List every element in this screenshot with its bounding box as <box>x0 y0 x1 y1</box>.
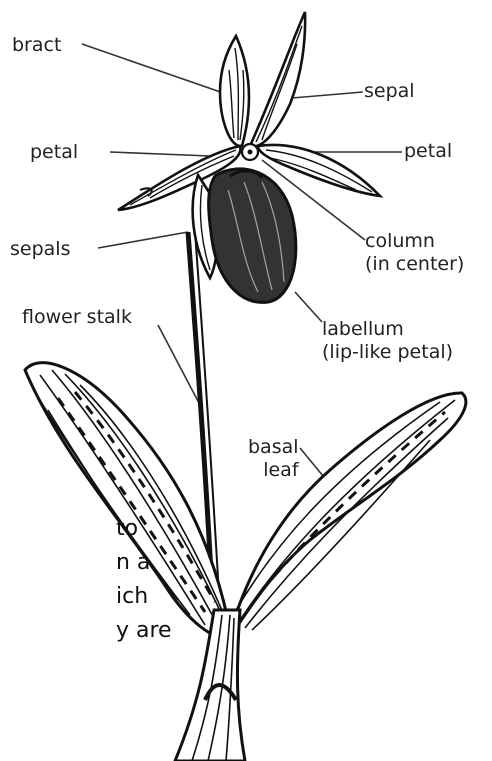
leader-bract <box>82 44 232 96</box>
leader-labellum <box>295 292 322 322</box>
label-column: column (in center) <box>365 230 464 276</box>
leader-petal-left <box>110 152 210 156</box>
label-sepals: sepals <box>10 238 70 261</box>
cut-text-line-2: n a <box>116 548 150 578</box>
labellum-drawing <box>209 169 296 303</box>
bract-drawing <box>220 36 249 146</box>
label-labellum: labellum (lip-like petal) <box>322 318 453 364</box>
label-sepal: sepal <box>364 80 415 103</box>
label-petal-right: petal <box>404 140 452 163</box>
sepal-drawing <box>250 12 305 147</box>
right-leaf-drawing <box>228 393 466 640</box>
stem-base-drawing <box>175 610 245 761</box>
label-basal-leaf: basal leaf <box>248 436 299 482</box>
column-drawing <box>242 144 258 160</box>
label-petal-left: petal <box>30 141 78 164</box>
leader-sepals <box>98 232 188 248</box>
label-flower-stalk: flower stalk <box>22 306 132 329</box>
cut-text-line-4: y are <box>116 616 172 646</box>
cut-text-line-3: ich <box>116 582 148 612</box>
cut-text-line-1: to <box>116 514 138 544</box>
label-bract: bract <box>12 34 61 57</box>
